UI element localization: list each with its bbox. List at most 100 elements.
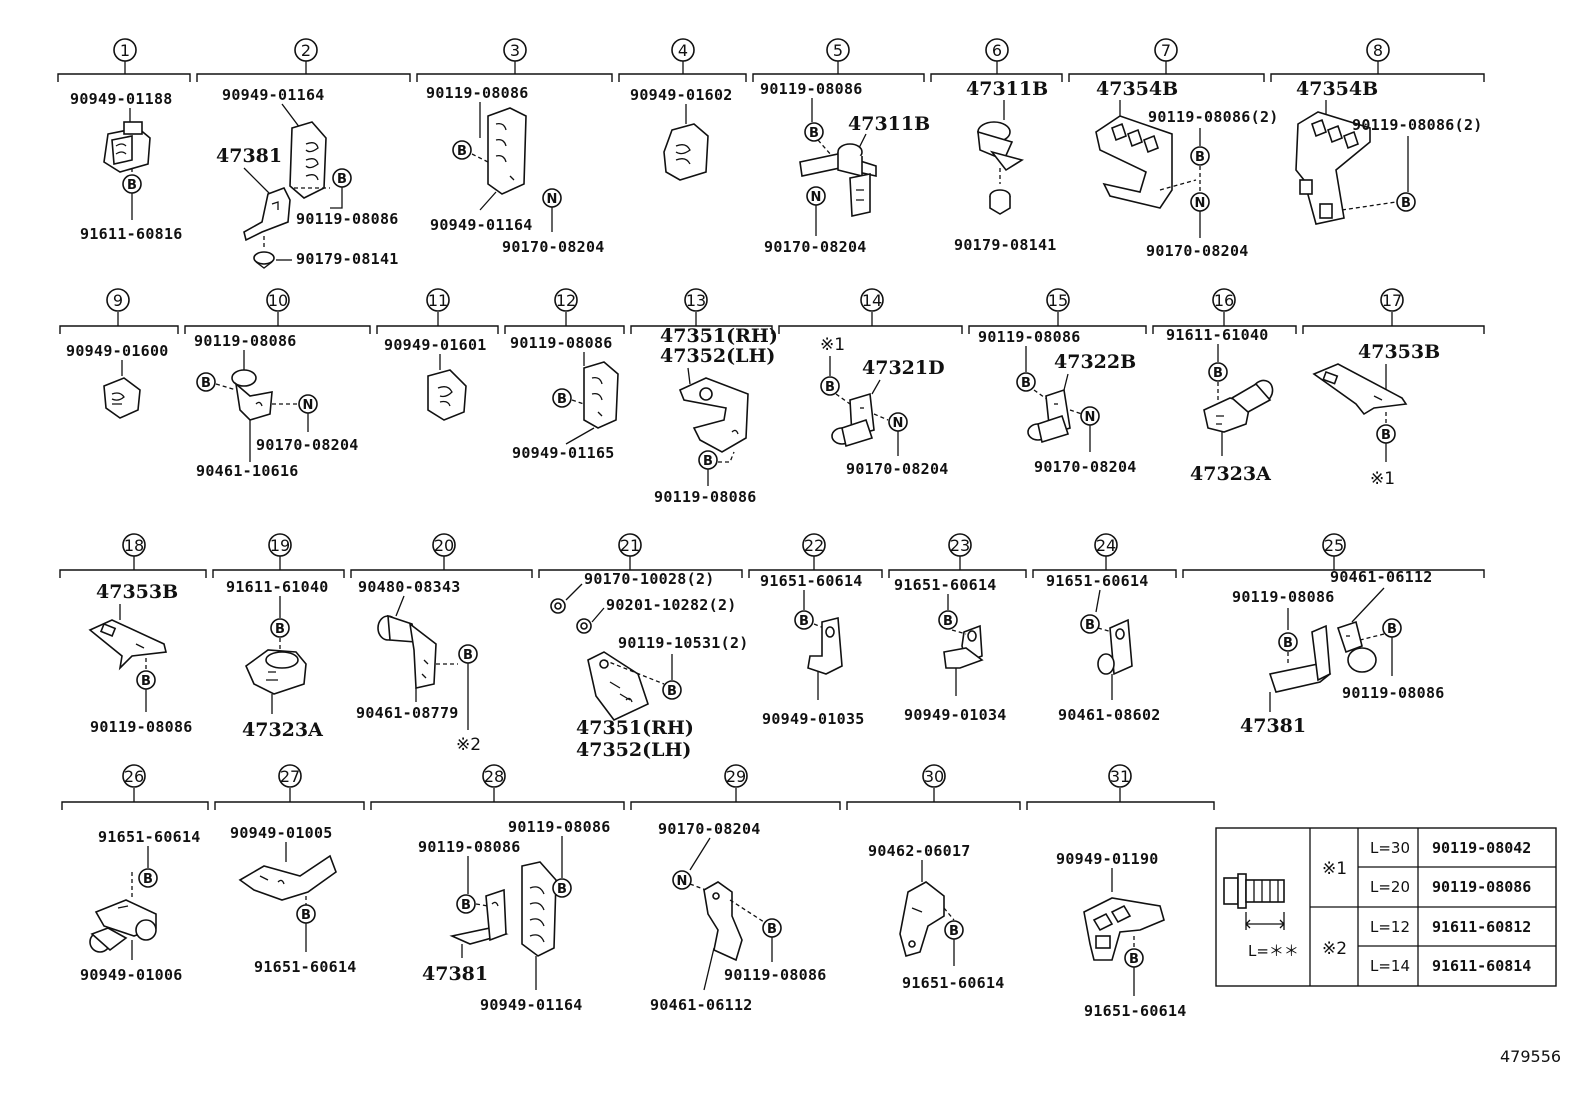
part-label: 90949-01035 bbox=[762, 710, 865, 728]
part-label: 47381 bbox=[216, 145, 282, 167]
part-label: 91611-61040 bbox=[226, 578, 329, 596]
clip-part-icon bbox=[289, 121, 327, 199]
part-label: 91651-60614 bbox=[902, 974, 1005, 992]
group-7-index: 7 bbox=[1154, 38, 1178, 62]
table-length: L=12 bbox=[1370, 918, 1410, 936]
part-label: 90170-08204 bbox=[1034, 458, 1137, 476]
table-part: 91611-60812 bbox=[1432, 918, 1531, 936]
part-label: 90949-01034 bbox=[904, 706, 1007, 724]
part-label: 90949-01005 bbox=[230, 824, 333, 842]
table-length: L=20 bbox=[1370, 878, 1410, 896]
part-label: 90949-01188 bbox=[70, 90, 173, 108]
svg-text:30: 30 bbox=[924, 767, 944, 786]
part-label: 91651-60614 bbox=[1084, 1002, 1187, 1020]
part-label: 90949-01164 bbox=[480, 996, 583, 1014]
part-label: 90119-08086(2) bbox=[1352, 116, 1483, 134]
part-label: 90480-08343 bbox=[358, 578, 461, 596]
svg-text:N: N bbox=[1195, 196, 1206, 211]
group-19-index: 19 bbox=[268, 533, 292, 557]
length-label: L=＊＊ bbox=[1248, 942, 1299, 960]
part-label: 90170-08204 bbox=[846, 460, 949, 478]
bolt-diagram-icon bbox=[1223, 873, 1285, 930]
svg-text:9: 9 bbox=[113, 291, 123, 310]
group-5-index: 5 bbox=[826, 38, 850, 62]
group-24: 91651-60614 B 90461-08602 bbox=[1046, 572, 1161, 724]
bracket-part-icon bbox=[807, 616, 843, 675]
clamp-part-icon bbox=[703, 881, 743, 962]
clip-part-icon bbox=[1083, 897, 1165, 961]
table-part: 90119-08042 bbox=[1432, 839, 1531, 857]
clamp-part-icon bbox=[1203, 379, 1274, 433]
group-23-index: 23 bbox=[948, 533, 972, 557]
group-22: 91651-60614 B 90949-01035 bbox=[760, 572, 865, 728]
part-label: 90119-08086 bbox=[724, 966, 827, 984]
group-3-index: 3 bbox=[503, 38, 527, 62]
group-11-index: 11 bbox=[426, 288, 450, 312]
part-label: 90949-01165 bbox=[512, 444, 615, 462]
group-18: 47353B B 90119-08086 bbox=[88, 581, 193, 736]
bolt-symbol-icon: B bbox=[944, 920, 964, 940]
svg-text:B: B bbox=[1195, 150, 1205, 165]
group-26: 91651-60614 B 90949-01006 bbox=[80, 828, 200, 984]
bolt-symbol-icon: B bbox=[1080, 614, 1100, 634]
group-29-index: 29 bbox=[724, 764, 748, 788]
group-16: 91611-61040 B 47323A bbox=[1166, 326, 1274, 485]
group-26-index: 26 bbox=[122, 764, 146, 788]
svg-text:18: 18 bbox=[124, 536, 144, 555]
group-2: 90949-01164 47381 B 90119-08086 90179-08… bbox=[216, 86, 398, 269]
part-label: 47352(LH) bbox=[576, 739, 691, 761]
group-5: 90119-08086 B 47311B N 90170-08204 bbox=[760, 80, 930, 256]
group-10: 90119-08086 B N 90170-08204 90461-10616 bbox=[194, 332, 359, 480]
svg-text:B: B bbox=[767, 922, 777, 937]
part-label: 90949-01602 bbox=[630, 86, 733, 104]
part-label: 90949-01164 bbox=[430, 216, 533, 234]
svg-text:B: B bbox=[949, 924, 959, 939]
nut-part-icon bbox=[253, 251, 275, 269]
bracket-part-icon bbox=[1295, 111, 1371, 225]
part-label: 90119-08086 bbox=[1342, 684, 1445, 702]
part-label: 90949-01164 bbox=[222, 86, 325, 104]
part-label: 90461-06112 bbox=[1330, 568, 1433, 586]
part-label: 90461-08602 bbox=[1058, 706, 1161, 724]
svg-text:N: N bbox=[893, 416, 904, 431]
group-9-index: 9 bbox=[106, 288, 130, 312]
bolt-symbol-icon: B bbox=[820, 376, 840, 396]
table-length: L=30 bbox=[1370, 839, 1410, 857]
group-16-index: 16 bbox=[1212, 288, 1236, 312]
part-label: 90462-06017 bbox=[868, 842, 971, 860]
row-2-brackets bbox=[59, 312, 1485, 334]
svg-text:B: B bbox=[1283, 636, 1293, 651]
part-label: 47354B bbox=[1296, 78, 1378, 100]
group-3: 90119-08086 B 90949-01164 N 90170-08204 bbox=[426, 84, 604, 256]
nut-symbol-icon: N bbox=[672, 870, 692, 890]
clip-part-icon bbox=[103, 377, 141, 419]
nut-part-icon bbox=[989, 189, 1011, 215]
bracket-part-icon bbox=[587, 651, 649, 722]
part-label: 47322B bbox=[1054, 351, 1136, 373]
part-label: 90170-08204 bbox=[256, 436, 359, 454]
group-31: 90949-01190 B 91651-60614 bbox=[1056, 850, 1187, 1020]
svg-text:B: B bbox=[1401, 196, 1411, 211]
svg-text:B: B bbox=[943, 614, 953, 629]
row-1-brackets bbox=[57, 61, 1485, 82]
group-14: ※1 B 47321D N 90170-08204 bbox=[820, 335, 949, 478]
svg-text:B: B bbox=[1021, 376, 1031, 391]
group-19: 91611-61040 B 47323A bbox=[226, 578, 329, 741]
svg-text:B: B bbox=[1085, 618, 1095, 633]
part-label: 90170-08204 bbox=[1146, 242, 1249, 260]
group-14-index: 14 bbox=[860, 288, 884, 312]
nut-symbol-icon: N bbox=[542, 188, 562, 208]
svg-text:B: B bbox=[461, 898, 471, 913]
part-label: 47351(RH) bbox=[576, 717, 694, 739]
group-30-index: 30 bbox=[922, 764, 946, 788]
part-label: 90119-08086 bbox=[90, 718, 193, 736]
group-6: 47311B 90179-08141 bbox=[954, 78, 1056, 254]
svg-text:B: B bbox=[1213, 366, 1223, 381]
part-label: 47353B bbox=[1358, 341, 1440, 363]
nut-symbol-icon: N bbox=[1080, 406, 1100, 426]
svg-text:12: 12 bbox=[556, 291, 576, 310]
part-label: 90119-08086 bbox=[426, 84, 529, 102]
svg-text:B: B bbox=[201, 376, 211, 391]
bracket-part-icon bbox=[1268, 624, 1332, 693]
part-label: 91651-60614 bbox=[1046, 572, 1149, 590]
